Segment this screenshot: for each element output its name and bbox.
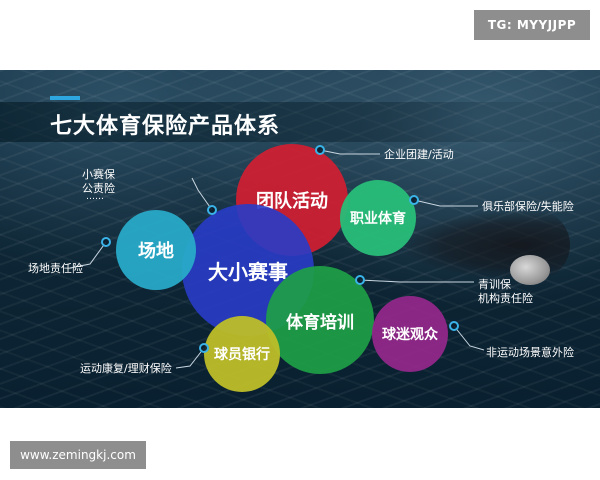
- bubble-venue-label: 场地: [138, 241, 174, 262]
- bubble-player-bank-label: 球员银行: [214, 347, 270, 363]
- connector-small-event: [191, 177, 213, 211]
- watermark-bottom: www.zemingkj.com: [10, 441, 146, 469]
- bubble-pro-sports-label: 职业体育: [350, 211, 406, 227]
- bubble-venue: 场地: [116, 210, 196, 290]
- dot-rehab: [199, 343, 209, 353]
- bubble-team-activity-label: 团队活动: [256, 191, 328, 212]
- connector-venue: [69, 241, 107, 269]
- dot-venue: [101, 237, 111, 247]
- bubble-events-label: 大小赛事: [208, 259, 288, 284]
- connector-rehab: [175, 347, 205, 369]
- connector-enterprise: [319, 149, 380, 155]
- bubble-training-label: 体育培训: [286, 312, 354, 333]
- connector-non-sport: [453, 325, 485, 351]
- label-club: 俱乐部保险/失能险: [482, 200, 574, 213]
- label-venue: 场地责任险: [28, 262, 83, 275]
- watermark-top: TG: MYYJJPP: [474, 10, 590, 40]
- label-enterprise: 企业团建/活动: [384, 148, 454, 161]
- bubble-training: 体育培训: [266, 266, 374, 374]
- title-accent-bar: [50, 96, 80, 100]
- bubble-player-bank: 球员银行: [204, 316, 280, 392]
- bubble-fans: 球迷观众: [372, 296, 448, 372]
- connector-club: [413, 199, 478, 207]
- swim-cap-image: [510, 255, 550, 285]
- label-non-sport: 非运动场景意外险: [486, 346, 574, 359]
- label-small-event-2: 公责险: [82, 182, 115, 195]
- dot-youth: [355, 275, 365, 285]
- connector-youth: [359, 279, 474, 283]
- dot-club: [409, 195, 419, 205]
- connector-lines: [69, 149, 485, 369]
- slide-title: 七大体育保险产品体系: [50, 114, 281, 139]
- dot-small-event: [207, 205, 217, 215]
- label-rehab: 运动康复/理财保险: [80, 362, 172, 375]
- label-small-event-3: ……: [86, 192, 104, 202]
- bubble-pro-sports: 职业体育: [340, 180, 416, 256]
- dot-non-sport: [449, 321, 459, 331]
- bubble-fans-label: 球迷观众: [382, 327, 438, 343]
- label-youth-1: 青训保: [478, 278, 511, 291]
- title-band: [0, 102, 600, 142]
- bubble-events: 大小赛事: [182, 204, 314, 336]
- label-small-event-1: 小赛保: [82, 168, 115, 181]
- label-youth-2: 机构责任险: [478, 292, 533, 305]
- dot-enterprise: [315, 145, 325, 155]
- slide: 七大体育保险产品体系 团队活动 大小赛事 职业体育 场地 体育培训 球迷观众 球…: [0, 70, 600, 408]
